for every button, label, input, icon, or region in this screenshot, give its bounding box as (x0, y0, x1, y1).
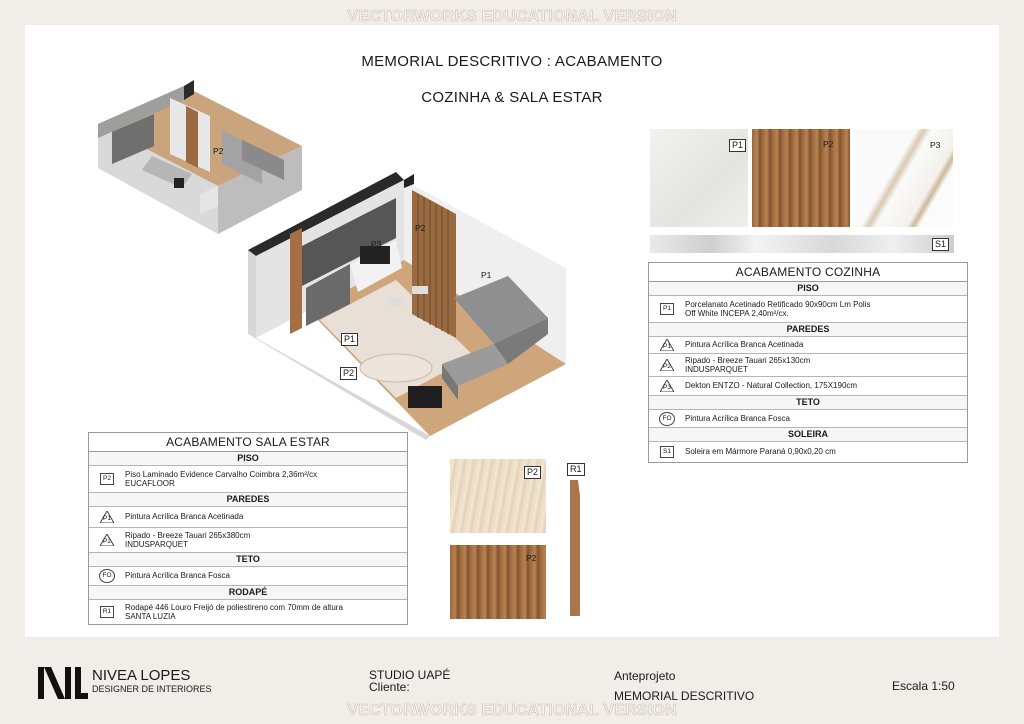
row-description: Porcelanato Acetinado Retificado 90x90cm… (685, 299, 871, 319)
designer-name: NIVEA LOPES (92, 667, 191, 684)
document-title: MEMORIAL DESCRITIVO (614, 689, 755, 703)
main-tag-p2-floor: P2 (340, 367, 358, 380)
swatch-tag-p2: P2 (823, 139, 834, 149)
living-finishes-table: ACABAMENTO SALA ESTAR PISO P2 Piso Lamin… (88, 432, 408, 625)
row-description: Pintura Acrílica Branca Fosca (685, 413, 790, 423)
studio-name: STUDIO UAPÉ (369, 668, 451, 682)
kitchen-section-paredes: PAREDES (649, 323, 967, 337)
table-row: P3 Dekton ENTZO - Natural Collection, 17… (649, 377, 967, 396)
main-tag-p1-floor: P1 (341, 333, 359, 346)
row-description: Pintura Acrílica Branca Fosca (125, 571, 230, 581)
page-title: MEMORIAL DESCRITIVO : ACABAMENTO (361, 53, 663, 70)
table-row: P1 Pintura Acrílica Branca Acetinada (89, 507, 407, 528)
code-p2-triangle: P2 (660, 359, 674, 371)
swatch-tag-r1: R1 (567, 463, 585, 476)
row-description: Ripado - Breeze Tauari 265x130cm INDUSPA… (685, 355, 811, 375)
swatch-slatted-wood-p2-b (450, 545, 546, 619)
table-row: FO Pintura Acrílica Branca Fosca (89, 567, 407, 586)
table-row: S1 Soleira em Mármore Paraná 0,90x0,20 c… (649, 442, 967, 462)
code-p2-triangle: P2 (100, 534, 114, 546)
code-fo-circle: FO (99, 569, 115, 583)
row-description: Pintura Acrílica Branca Acetinada (685, 340, 804, 350)
code-p1-triangle: P1 (100, 511, 114, 523)
table-row: FO Pintura Acrílica Branca Fosca (649, 410, 967, 428)
designer-role: DESIGNER DE INTERIORES (92, 684, 212, 694)
main-tag-p1-wall: P1 (481, 270, 492, 280)
page-subtitle: COZINHA & SALA ESTAR (421, 89, 603, 106)
table-row: P1 Pintura Acrílica Branca Acetinada (649, 337, 967, 354)
code-p1-square: P1 (660, 303, 674, 315)
table-row: P2 Piso Laminado Evidence Carvalho Coimb… (89, 466, 407, 493)
swatch-tag-floor-p2: P2 (524, 466, 542, 479)
code-p2-square: P2 (100, 473, 114, 485)
isometric-overview (98, 80, 302, 234)
code-p1-triangle: P1 (660, 339, 674, 351)
main-tag-p2: P2 (415, 223, 426, 233)
swatch-marble-p3 (855, 129, 953, 227)
nl-logo-mark (38, 667, 88, 699)
overview-tag-p2: P2 (213, 146, 224, 156)
watermark-bottom: VECTORWORKS EDUCATIONAL VERSION (347, 702, 677, 720)
living-section-teto: TETO (89, 553, 407, 567)
swatch-tag-p3: P3 (930, 140, 941, 150)
watermark-top: VECTORWORKS EDUCATIONAL VERSION (347, 8, 677, 26)
table-row: P2 Ripado - Breeze Tauari 265x130cm INDU… (649, 354, 967, 377)
baseboard-profile-r1 (570, 480, 580, 616)
client-label: Cliente: (369, 680, 410, 694)
code-p3-triangle: P3 (660, 380, 674, 392)
living-table-title: ACABAMENTO SALA ESTAR (89, 433, 407, 452)
table-row: R1 Rodapé 446 Louro Freijó de poliestire… (89, 600, 407, 624)
row-description: Pintura Acrílica Branca Acetinada (125, 512, 244, 522)
living-section-paredes: PAREDES (89, 493, 407, 507)
project-phase: Anteprojeto (614, 669, 676, 683)
swatch-slatted-wood-p2 (752, 129, 850, 227)
row-description: Ripado - Breeze Tauari 265x380cm INDUSPA… (125, 530, 251, 550)
living-section-piso: PISO (89, 452, 407, 466)
main-tag-p3: P3 (371, 239, 382, 249)
swatch-tag-s1: S1 (932, 238, 950, 251)
table-row: P1 Porcelanato Acetinado Retificado 90x9… (649, 296, 967, 323)
swatch-tag-p1: P1 (729, 139, 747, 152)
drawing-scale: Escala 1:50 (892, 679, 955, 693)
living-section-rodape: RODAPÉ (89, 586, 407, 600)
table-row: P2 Ripado - Breeze Tauari 265x380cm INDU… (89, 528, 407, 553)
row-description: Rodapé 446 Louro Freijó de poliestireno … (125, 602, 343, 622)
code-s1-square: S1 (660, 446, 674, 458)
swatch-tag-slat-p2: P2 (526, 553, 537, 563)
code-r1-square: R1 (100, 606, 114, 618)
kitchen-section-soleira: SOLEIRA (649, 428, 967, 442)
kitchen-section-teto: TETO (649, 396, 967, 410)
row-description: Soleira em Mármore Paraná 0,90x0,20 cm (685, 447, 836, 457)
kitchen-finishes-table: ACABAMENTO COZINHA PISO P1 Porcelanato A… (648, 262, 968, 463)
isometric-main-view (248, 172, 566, 440)
swatch-threshold-marble-s1 (650, 235, 954, 253)
row-description: Piso Laminado Evidence Carvalho Coimbra … (125, 469, 318, 489)
row-description: Dekton ENTZO - Natural Collection, 175X1… (685, 381, 858, 391)
kitchen-table-title: ACABAMENTO COZINHA (649, 263, 967, 282)
code-fo-circle: FO (659, 411, 675, 426)
kitchen-section-piso: PISO (649, 282, 967, 296)
